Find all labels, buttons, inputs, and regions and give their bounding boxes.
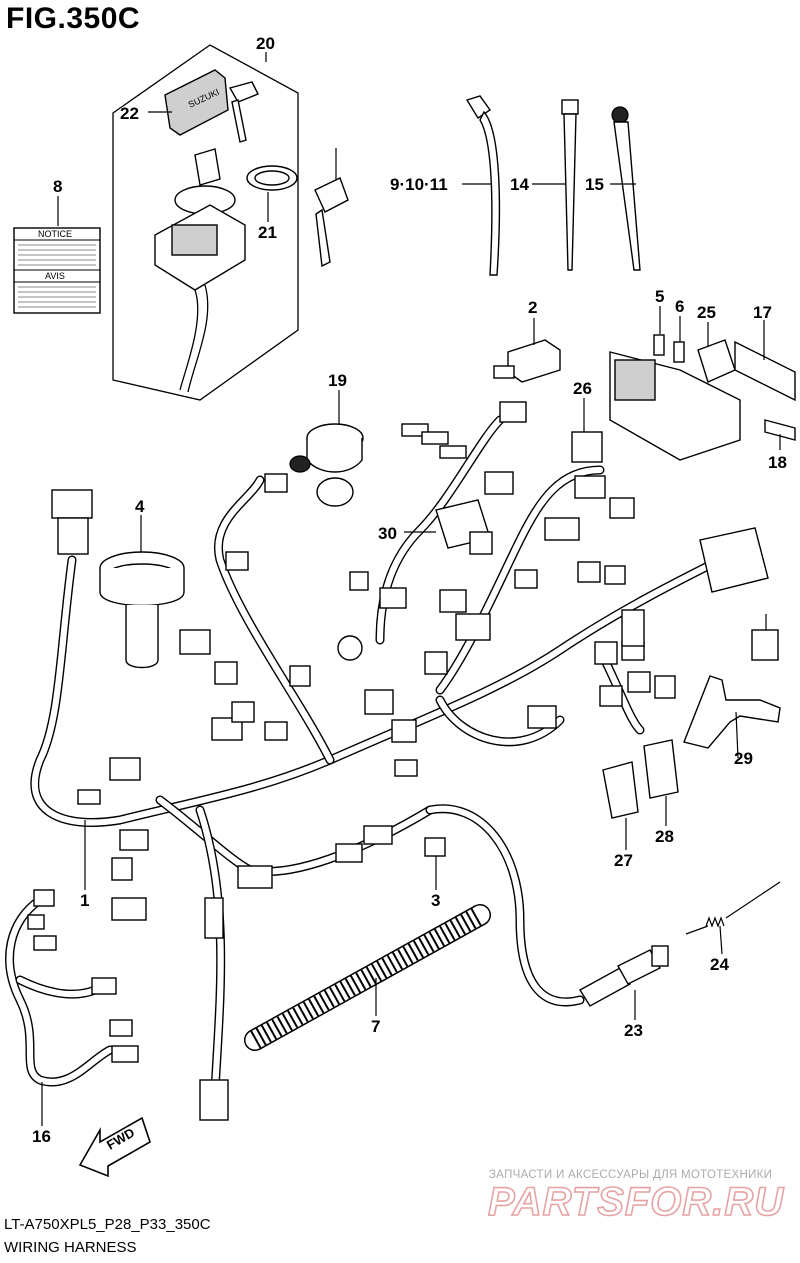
sensor-21 (579, 945, 669, 1007)
upper-right-components (493, 334, 796, 463)
label-1: 1 (80, 891, 89, 910)
bracket-27 (683, 675, 781, 749)
label-20: 22 (120, 104, 139, 123)
label-12: 14 (510, 175, 529, 194)
connector-26 (643, 739, 679, 799)
harness-connectors (77, 401, 769, 1121)
watermark-tagline: ЗАПЧАСТИ И АКСЕССУАРЫ ДЛЯ МОТОТЕХНИКИ (489, 1169, 773, 1181)
label-9-10-11: 9·10·11 (390, 175, 448, 194)
label-17: 19 (328, 371, 347, 390)
fwd-arrow: FWD (78, 1116, 151, 1178)
leader-lines (41, 52, 781, 1126)
label-6: 6 (675, 297, 684, 316)
figure-title: FIG.350C (6, 2, 141, 35)
label-24: 26 (573, 379, 592, 398)
connector-29 (751, 629, 779, 661)
label-21: 23 (624, 1021, 643, 1040)
ignition-switch-assembly: SUZUKI (112, 44, 299, 401)
spring-22 (685, 881, 781, 935)
label-14: 16 (32, 1127, 51, 1146)
label-18: 20 (256, 34, 275, 53)
figure-code: LT-A750XPL5_P28_P33_350C (4, 1216, 211, 1233)
label-19: 21 (258, 223, 277, 242)
sub-harness-14 (5, 889, 139, 1087)
label-8: 8 (53, 177, 62, 196)
label-3: 3 (431, 891, 440, 910)
notice-text: NOTICE (38, 229, 72, 239)
label-15: 17 (753, 303, 772, 322)
label-22: 24 (710, 955, 729, 974)
corrugated-tube-7 (244, 904, 491, 1051)
label-7: 7 (371, 1017, 380, 1036)
key-30 (314, 177, 349, 268)
label-13: 15 (585, 175, 604, 194)
avis-text: AVIS (45, 271, 65, 281)
funnel-4 (99, 551, 185, 669)
watermark-logo: PARTSFOR.RU (487, 1179, 785, 1225)
label-5: 5 (655, 287, 664, 306)
notice-label: NOTICE AVIS (13, 227, 101, 314)
label-16: 18 (768, 453, 787, 472)
label-4: 4 (135, 497, 145, 516)
cable-ties (465, 95, 641, 276)
connector-25 (602, 761, 639, 819)
cap-3 (424, 837, 446, 857)
callout-labels: 20 22 21 8 9·10·11 14 15 2 5 6 25 17 18 … (32, 34, 787, 1146)
label-26: 28 (655, 827, 674, 846)
label-23: 25 (697, 303, 716, 322)
label-27: 29 (734, 749, 753, 768)
label-25: 27 (614, 851, 633, 870)
figure-name: WIRING HARNESS (4, 1239, 137, 1256)
label-28: 30 (378, 524, 397, 543)
label-2: 2 (528, 298, 537, 317)
